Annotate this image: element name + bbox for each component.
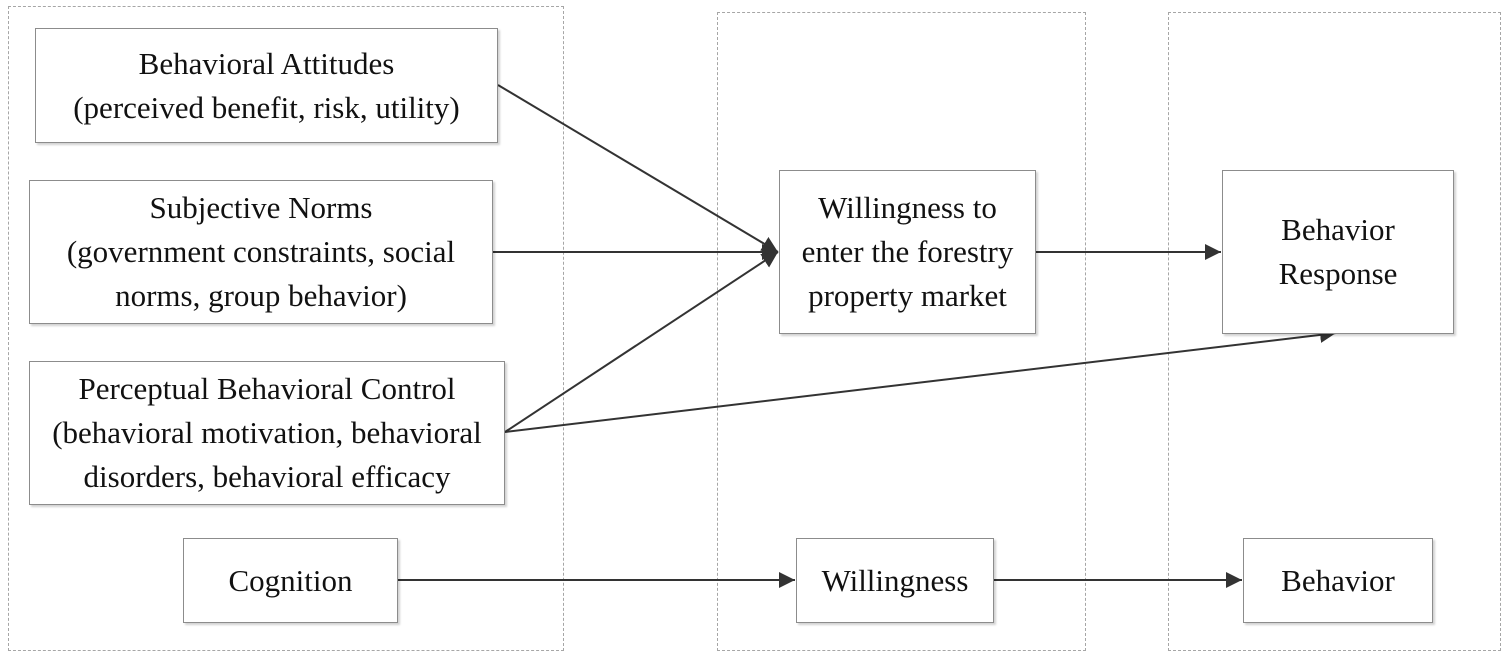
behavior-column-panel [1168, 12, 1501, 651]
behavior-response-line-2: Response [1278, 256, 1398, 291]
behavioral-attitudes-title: Behavioral Attitudes [138, 45, 395, 81]
behavioral-attitudes-detail: (perceived benefit, risk, utility) [73, 89, 460, 125]
perceptual-control-detail-2: disorders, behavioral efficacy [83, 459, 451, 494]
subjective-norms-title: Subjective Norms [149, 190, 373, 225]
behavior-box: Behavior [1243, 538, 1433, 623]
arrow-control-to-behavior-response [504, 326, 1337, 433]
subjective-norms-box: Subjective Norms (government constraints… [29, 180, 493, 324]
cognition-box: Cognition [183, 538, 398, 623]
arrow-attitudes-to-willingness-market [497, 84, 779, 253]
cognition-column-panel [8, 6, 564, 651]
behavioral-attitudes-box: Behavioral Attitudes (perceived benefit,… [35, 28, 498, 143]
willingness-market-line-1: Willingness to [818, 190, 997, 225]
willingness-market-box: Willingness to enter the forestry proper… [779, 170, 1036, 334]
perceptual-control-detail-1: (behavioral motivation, behavioral [52, 415, 482, 450]
behavior-response-box: Behavior Response [1222, 170, 1454, 334]
willingness-label: Willingness [821, 562, 969, 598]
willingness-market-line-2: enter the forestry [801, 234, 1014, 269]
willingness-column-panel [717, 12, 1086, 651]
subjective-norms-detail-2: norms, group behavior) [115, 278, 407, 313]
cognition-label: Cognition [228, 562, 353, 598]
behavior-response-line-1: Behavior [1281, 212, 1395, 247]
arrow-control-to-willingness-market [504, 251, 779, 433]
perceptual-behavioral-control-box: Perceptual Behavioral Control (behaviora… [29, 361, 505, 505]
subjective-norms-detail-1: (government constraints, social [66, 234, 456, 269]
perceptual-control-title: Perceptual Behavioral Control [78, 371, 456, 406]
willingness-market-line-3: property market [808, 278, 1007, 313]
behavior-label: Behavior [1281, 562, 1395, 598]
willingness-box: Willingness [796, 538, 994, 623]
